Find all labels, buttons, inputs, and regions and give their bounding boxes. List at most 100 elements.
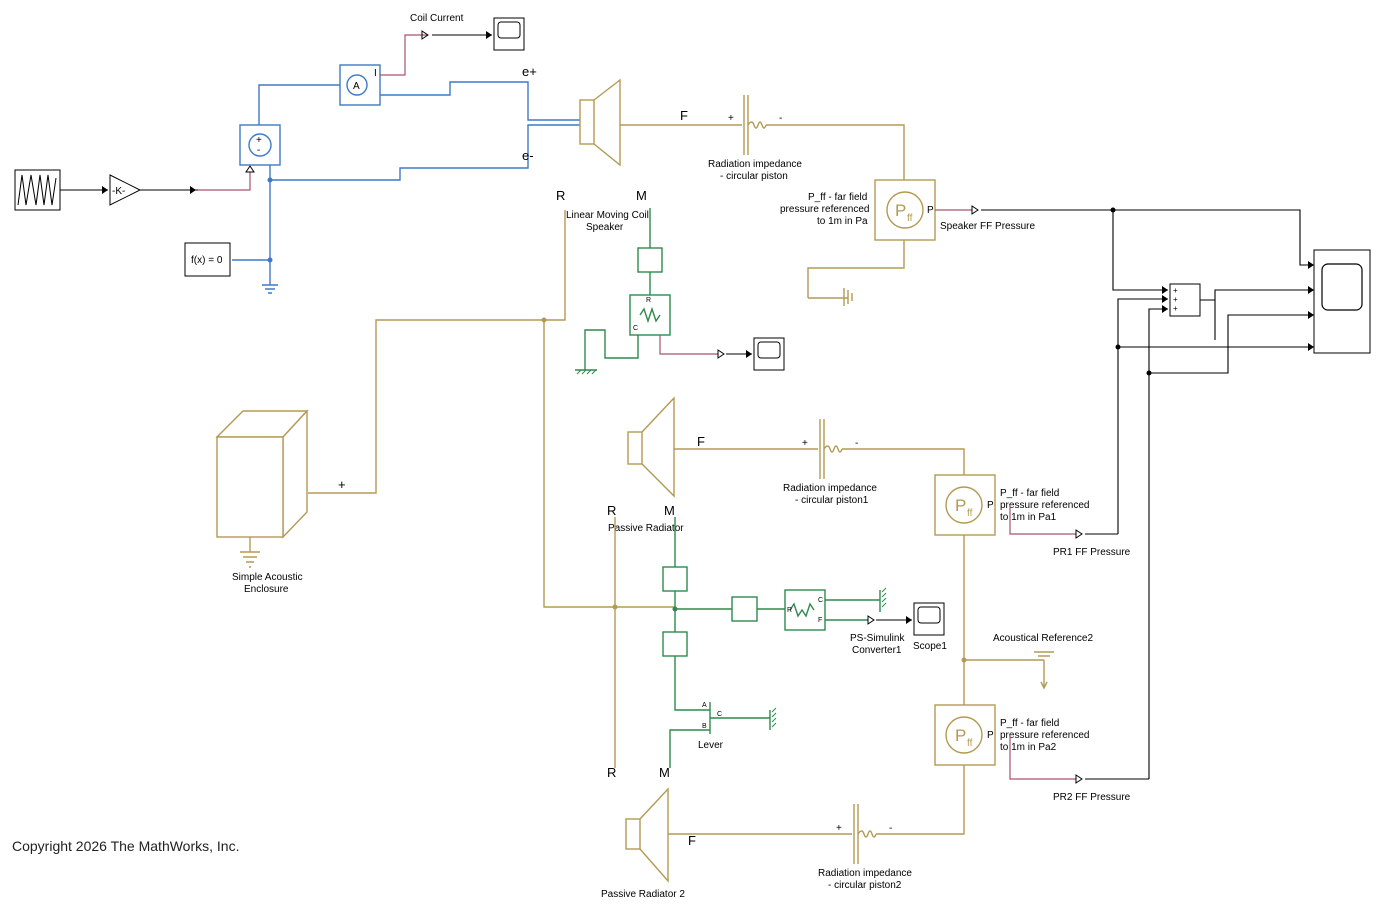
motion-sensor[interactable]: C R (629, 294, 671, 336)
coil-current-scope[interactable] (493, 17, 525, 51)
solver-configuration-block[interactable]: f(x) = 0 (184, 242, 231, 277)
lever-label: Lever (698, 740, 724, 751)
linear-moving-coil-speaker[interactable] (579, 78, 621, 167)
pff-main-label-2: pressure referenced (780, 204, 870, 215)
svg-text:f(x) = 0: f(x) = 0 (191, 255, 223, 266)
pr1-motion-sensor[interactable]: R C F (784, 589, 826, 631)
svg-text:A: A (353, 81, 360, 92)
far-field-pressure-sensor-2[interactable]: P ff P (934, 704, 996, 766)
e-minus-label: e- (522, 148, 534, 163)
svg-text:R: R (787, 607, 792, 614)
svg-text:-: - (257, 145, 260, 156)
svg-text:+: + (728, 113, 734, 124)
passive-radiator-2[interactable] (625, 787, 669, 883)
passive-radiator2-label: Passive Radiator 2 (601, 889, 685, 900)
mass-block[interactable] (637, 247, 663, 273)
svg-text:+: + (836, 823, 842, 834)
pff-main-label-1: P_ff - far field (808, 192, 867, 203)
speaker-r-port: R (556, 188, 565, 203)
radiation-impedance-2[interactable]: + - (836, 804, 892, 864)
simple-acoustic-enclosure[interactable] (215, 409, 309, 568)
svg-text:+: + (256, 135, 262, 146)
copyright-text: Copyright 2026 The MathWorks, Inc. (12, 838, 240, 854)
svg-text:+: + (1173, 304, 1178, 313)
radiation-impedance-1[interactable]: + - (802, 419, 858, 479)
far-field-pressure-sensor-main[interactable]: P ff P (874, 179, 936, 241)
pr1-f-port: F (697, 434, 705, 449)
electrical-wires (232, 81, 580, 294)
sum-block[interactable]: + + + (1169, 283, 1201, 317)
current-sensor[interactable]: A I (339, 64, 381, 106)
svg-text:+: + (802, 438, 808, 449)
rad-imp2-label-2: - circular piston2 (828, 880, 902, 891)
rad-imp1-label-2: - circular piston1 (795, 495, 869, 506)
pr2-f-port: F (688, 833, 696, 848)
pff1-label-3: to 1m in Pa1 (1000, 512, 1057, 523)
svg-text:P: P (987, 730, 994, 741)
main-scope[interactable] (1313, 249, 1371, 354)
controlled-voltage-source[interactable]: + - (239, 124, 281, 166)
svg-text:ff: ff (967, 738, 973, 749)
pff2-label-2: pressure referenced (1000, 730, 1090, 741)
svg-text:R: R (646, 297, 651, 304)
rad-imp1-label-1: Radiation impedance (783, 483, 877, 494)
radiation-impedance-main[interactable]: + - (728, 95, 782, 155)
rad-imp-label-2: - circular piston (720, 171, 788, 182)
ps-converter-label-1: PS-Simulink (850, 633, 905, 644)
speaker-motion-scope[interactable] (753, 337, 785, 371)
svg-text:F: F (818, 617, 822, 624)
passive-radiator-label: Passive Radiator (608, 523, 684, 534)
speaker-m-port: M (636, 188, 647, 203)
svg-text:B: B (702, 723, 707, 730)
svg-text:+: + (1173, 286, 1178, 295)
passive-radiator-1[interactable] (627, 396, 675, 498)
pr1-m-port: M (664, 503, 675, 518)
pr1-r-port: R (607, 503, 616, 518)
svg-text:C: C (633, 325, 638, 332)
enclosure-label-1: Simple Acoustic (232, 572, 303, 583)
pr2-m-port: M (659, 765, 670, 780)
scope1-label: Scope1 (913, 641, 947, 652)
svg-text:+: + (1173, 295, 1178, 304)
svg-text:P: P (987, 500, 994, 511)
pff1-label-1: P_ff - far field (1000, 488, 1059, 499)
e-plus-label: e+ (522, 64, 537, 79)
pr1-sensor-spring[interactable] (731, 596, 758, 622)
scope1[interactable] (913, 602, 945, 636)
speaker-f-port: F (680, 108, 688, 123)
speaker-label-line1: Linear Moving Coil (566, 210, 649, 221)
enclosure-label-2: Enclosure (244, 584, 289, 595)
pff2-label-1: P_ff - far field (1000, 718, 1059, 729)
pr2-mass[interactable] (662, 631, 688, 657)
svg-text:-K-: -K- (112, 186, 125, 197)
svg-text:ff: ff (907, 213, 913, 224)
pr1-mass[interactable] (662, 566, 688, 592)
signal-routing (1110, 207, 1314, 779)
svg-text:P: P (955, 726, 966, 745)
speaker-ff-label: Speaker FF Pressure (940, 221, 1035, 232)
gain-block[interactable]: -K- (109, 174, 142, 206)
svg-text:ff: ff (967, 508, 973, 519)
svg-text:A: A (702, 702, 707, 709)
svg-text:P: P (955, 496, 966, 515)
pff2-label-3: to 1m in Pa2 (1000, 742, 1057, 753)
svg-text:-: - (779, 113, 782, 124)
acoustic-ref2-label: Acoustical Reference2 (993, 633, 1093, 644)
pff-main-label-3: to 1m in Pa (817, 216, 868, 227)
svg-text:C: C (818, 597, 823, 604)
svg-text:P: P (927, 205, 934, 216)
ps-converter-label-2: Converter1 (852, 645, 902, 656)
pr2-ff-label: PR2 FF Pressure (1053, 792, 1131, 803)
pff1-label-2: pressure referenced (1000, 500, 1090, 511)
svg-text:I: I (374, 68, 377, 79)
enclosure-port-label: + (338, 477, 346, 492)
svg-text:-: - (889, 823, 892, 834)
chirp-source-block[interactable] (14, 169, 61, 211)
pr1-ff-label: PR1 FF Pressure (1053, 547, 1131, 558)
rad-imp2-label-1: Radiation impedance (818, 868, 912, 879)
rad-imp-label-1: Radiation impedance (708, 159, 802, 170)
svg-text:P: P (895, 201, 906, 220)
svg-text:-: - (855, 438, 858, 449)
far-field-pressure-sensor-1[interactable]: P ff P (934, 474, 996, 536)
